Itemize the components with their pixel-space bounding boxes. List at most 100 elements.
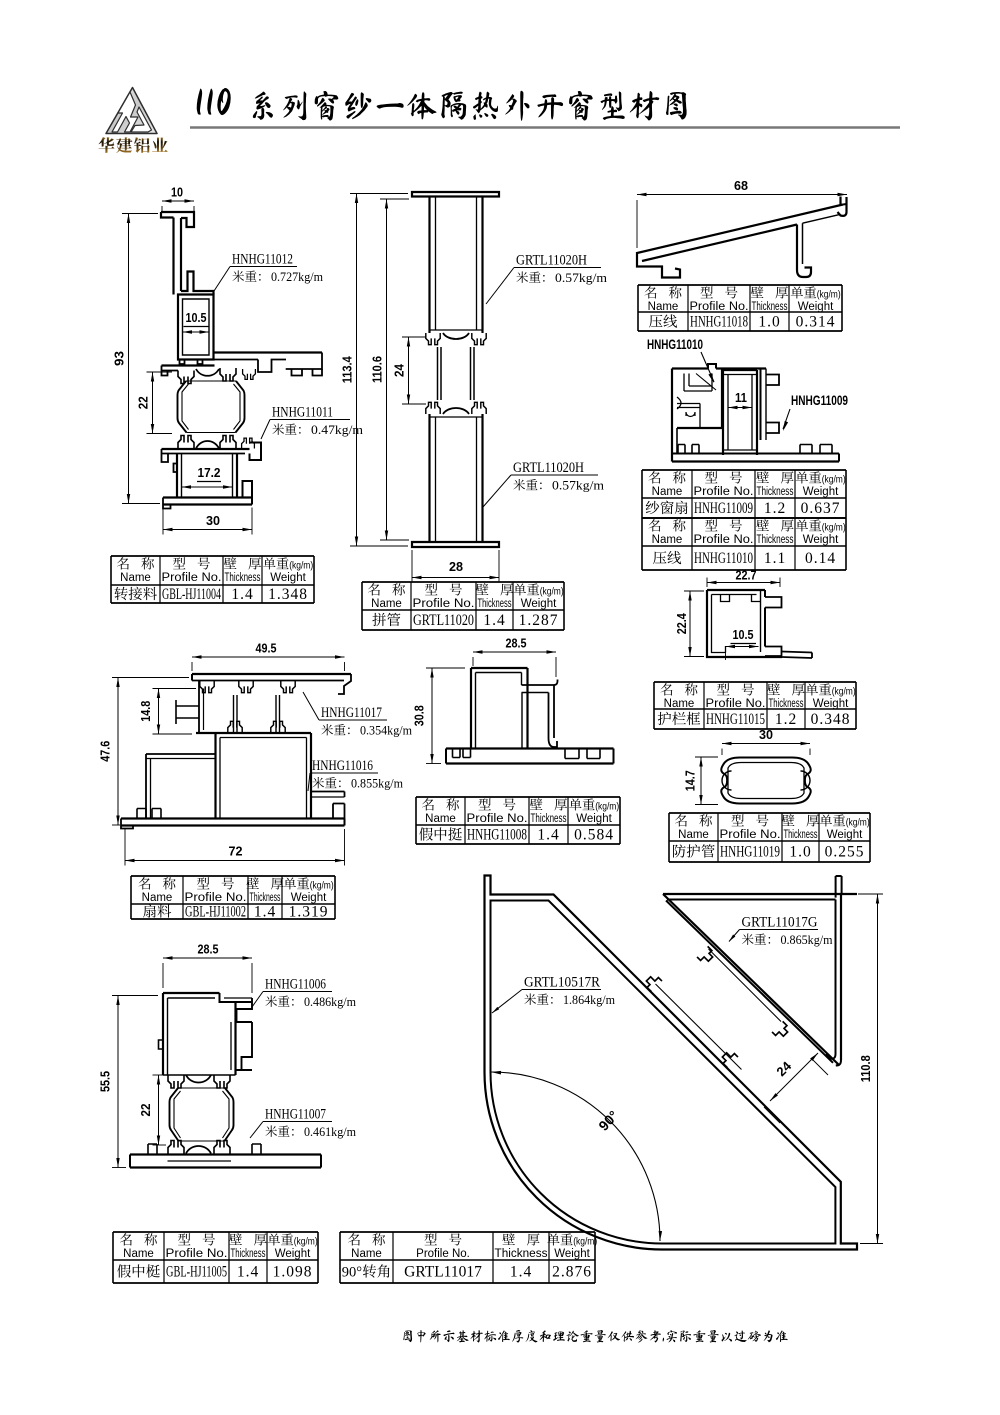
- svg-text:0.314: 0.314: [796, 314, 836, 331]
- svg-text:Weight: Weight: [270, 572, 306, 584]
- svg-text:49.5: 49.5: [256, 641, 277, 656]
- svg-text:Weight: Weight: [803, 486, 839, 498]
- svg-text:1.4: 1.4: [231, 586, 253, 603]
- svg-text:55.5: 55.5: [98, 1071, 113, 1092]
- svg-text:1.4: 1.4: [537, 827, 559, 844]
- svg-text:1.4: 1.4: [483, 612, 505, 629]
- svg-text:10.5: 10.5: [733, 627, 754, 642]
- svg-text:Name: Name: [425, 813, 456, 825]
- svg-text:Name: Name: [142, 892, 173, 904]
- svg-text:Weight: Weight: [275, 1248, 311, 1260]
- svg-text:110.6: 110.6: [370, 356, 385, 383]
- svg-text:1.098: 1.098: [273, 1264, 313, 1281]
- svg-text:GRTL11020H: GRTL11020H: [513, 460, 584, 476]
- svg-text:Thickness: Thickness: [757, 486, 794, 498]
- svg-text:1.2: 1.2: [775, 711, 797, 728]
- svg-text:1.4: 1.4: [510, 1264, 532, 1281]
- svg-text:(kg/m): (kg/m): [573, 1237, 597, 1248]
- svg-text:HNHG11008: HNHG11008: [467, 827, 527, 844]
- svg-text:Profile No.: Profile No.: [413, 598, 475, 610]
- svg-text:Profile No.: Profile No.: [706, 698, 766, 710]
- svg-text:HNHG11010: HNHG11010: [647, 337, 703, 352]
- svg-text:GBL-HJ11005: GBL-HJ11005: [166, 1264, 227, 1281]
- svg-text:Thickness: Thickness: [478, 598, 512, 610]
- svg-text:2.876: 2.876: [552, 1264, 592, 1281]
- svg-text:Name: Name: [120, 572, 151, 584]
- svg-text:22: 22: [138, 1104, 153, 1117]
- svg-text:22.7: 22.7: [736, 568, 757, 583]
- svg-text:HNHG11010: HNHG11010: [694, 550, 753, 567]
- svg-text:22.4: 22.4: [674, 613, 689, 635]
- svg-text:0.461kg/m: 0.461kg/m: [304, 1124, 356, 1139]
- svg-text:1.287: 1.287: [519, 612, 559, 629]
- svg-text:Weight: Weight: [813, 698, 849, 710]
- svg-text:0.727kg/m: 0.727kg/m: [271, 269, 323, 284]
- svg-text:1.348: 1.348: [268, 586, 308, 603]
- svg-text:Thickness: Thickness: [250, 892, 281, 904]
- svg-text:Weight: Weight: [803, 534, 839, 546]
- svg-text:Weight: Weight: [554, 1248, 590, 1260]
- svg-text:GBL-HJ11002: GBL-HJ11002: [185, 904, 246, 921]
- svg-text:24: 24: [392, 363, 407, 377]
- svg-text:10: 10: [171, 185, 183, 200]
- svg-text:Thickness: Thickness: [225, 572, 261, 584]
- svg-text:(kg/m): (kg/m): [822, 523, 846, 534]
- svg-text:10.5: 10.5: [186, 310, 207, 325]
- svg-text:0.584: 0.584: [574, 827, 614, 844]
- svg-text:1.0: 1.0: [789, 844, 811, 861]
- svg-text:Name: Name: [371, 598, 402, 610]
- svg-text:Weight: Weight: [576, 813, 612, 825]
- svg-text:HNHG11019: HNHG11019: [720, 844, 780, 861]
- svg-text:1.0: 1.0: [758, 314, 780, 331]
- svg-text:HNHG11018: HNHG11018: [690, 314, 748, 331]
- svg-text:(kg/m): (kg/m): [294, 1237, 318, 1248]
- svg-text:1.864kg/m: 1.864kg/m: [563, 992, 615, 1007]
- svg-text:GRTL10517R: GRTL10517R: [524, 975, 600, 991]
- svg-text:0.57kg/m: 0.57kg/m: [552, 478, 604, 493]
- svg-text:Name: Name: [652, 534, 683, 546]
- svg-text:Profile No.: Profile No.: [185, 892, 247, 904]
- svg-text:GBL-HJ11004: GBL-HJ11004: [162, 586, 221, 603]
- svg-text:Thickness: Thickness: [784, 829, 818, 841]
- svg-text:Thickness: Thickness: [769, 698, 804, 710]
- svg-text:Name: Name: [351, 1248, 382, 1260]
- svg-text:0.348: 0.348: [811, 711, 851, 728]
- svg-text:HNHG11017: HNHG11017: [321, 705, 382, 721]
- svg-text:1.1: 1.1: [764, 550, 786, 567]
- svg-text:0.486kg/m: 0.486kg/m: [304, 994, 356, 1009]
- svg-text:HNHG11007: HNHG11007: [265, 1107, 326, 1123]
- svg-text:11: 11: [735, 390, 747, 405]
- svg-text:Profile No.: Profile No.: [690, 301, 749, 313]
- svg-text:Profile No.: Profile No.: [162, 572, 222, 584]
- svg-text:1.4: 1.4: [237, 1264, 259, 1281]
- svg-text:Weight: Weight: [291, 892, 327, 904]
- svg-text:HNHG11012: HNHG11012: [232, 252, 293, 268]
- svg-text:0.57kg/m: 0.57kg/m: [555, 270, 607, 285]
- svg-text:30.8: 30.8: [412, 705, 427, 726]
- svg-text:14.8: 14.8: [138, 701, 153, 722]
- svg-text:(kg/m): (kg/m): [832, 687, 856, 698]
- svg-text:93: 93: [112, 351, 127, 366]
- svg-text:17.2: 17.2: [198, 465, 221, 480]
- svg-text:HNHG11009: HNHG11009: [791, 393, 848, 408]
- svg-text:Thickness: Thickness: [231, 1248, 266, 1260]
- svg-text:Profile No.: Profile No.: [720, 829, 781, 841]
- svg-text:(kg/m): (kg/m): [846, 818, 870, 829]
- svg-text:47.6: 47.6: [98, 741, 113, 762]
- svg-text:22: 22: [136, 396, 151, 409]
- svg-text:Profile No.: Profile No.: [166, 1248, 228, 1260]
- svg-text:Profile No.: Profile No.: [416, 1248, 470, 1260]
- svg-text:Name: Name: [652, 486, 683, 498]
- svg-text:Name: Name: [648, 301, 679, 313]
- svg-text:30: 30: [206, 513, 220, 528]
- svg-text:GRTL11020: GRTL11020: [413, 612, 474, 629]
- svg-text:HNHG11011: HNHG11011: [272, 405, 333, 421]
- svg-text:HNHG11006: HNHG11006: [265, 977, 326, 993]
- svg-text:(kg/m): (kg/m): [310, 881, 334, 892]
- svg-text:GRTL11017: GRTL11017: [404, 1264, 482, 1281]
- svg-text:Weight: Weight: [827, 829, 863, 841]
- svg-text:Profile No.: Profile No.: [467, 813, 528, 825]
- svg-text:0.865kg/m: 0.865kg/m: [781, 932, 833, 947]
- svg-text:30: 30: [759, 727, 773, 742]
- svg-text:Thickness: Thickness: [531, 813, 567, 825]
